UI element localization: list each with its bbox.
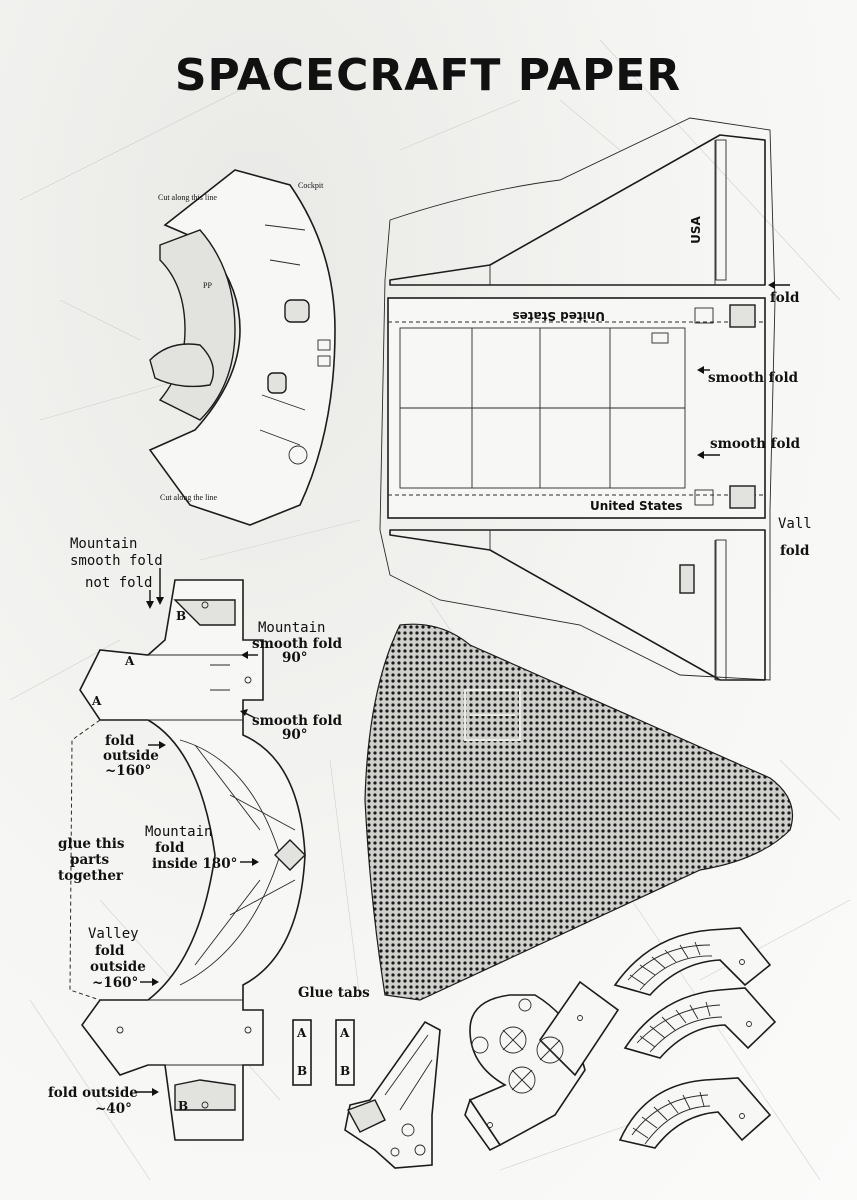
fold-label-right: fold bbox=[780, 543, 810, 559]
glue-tabs-title: Glue tabs bbox=[298, 985, 370, 1001]
smooth-fold-90-label-2: 90° bbox=[282, 727, 308, 743]
glue-tab-2-b: B bbox=[340, 1064, 350, 1078]
fold-outside-40-label-1: fold outside bbox=[48, 1085, 138, 1101]
orbiter-belly-part bbox=[364, 623, 794, 1001]
fold-outside-label-1: fold bbox=[105, 733, 135, 749]
glue-tab-1 bbox=[292, 1019, 312, 1086]
letter-a-small: A bbox=[91, 694, 102, 708]
arc-piece-3 bbox=[618, 1077, 772, 1149]
fold-outside-40-label-2: ~40° bbox=[95, 1101, 132, 1117]
letter-a-big: A bbox=[124, 654, 135, 668]
smooth-fold-90-label-1: smooth fold bbox=[252, 713, 343, 729]
united-states-marking-bottom: United States bbox=[590, 499, 683, 513]
background-scratches bbox=[9, 39, 851, 1181]
cockpit-note: Cockpit bbox=[298, 181, 324, 190]
not-fold-label: not fold bbox=[85, 575, 152, 591]
glue-tab-1-b: B bbox=[297, 1064, 307, 1078]
mountain-label-left-2: smooth fold bbox=[70, 553, 163, 569]
arc-piece-1 bbox=[613, 927, 772, 996]
fold-outside-label-2: outside bbox=[103, 748, 159, 764]
glue-parts-label-3: together bbox=[58, 868, 124, 884]
mountain-label-right-2: smooth fold bbox=[252, 636, 343, 652]
arc-piece-2 bbox=[623, 987, 777, 1059]
glue-tabs-group: Glue tabs A B A B bbox=[292, 985, 370, 1086]
usa-marking: USA bbox=[689, 215, 703, 243]
mountain-inside-label-3: inside 180° bbox=[152, 856, 237, 872]
valley-label-3: outside bbox=[90, 959, 146, 975]
valley-fold-label-cut: Vall bbox=[778, 516, 812, 532]
orbiter-body-part: USA United States United States fold smo… bbox=[379, 117, 812, 681]
mountain-label-left-1: Mountain bbox=[70, 536, 137, 552]
glue-parts-label-2: parts bbox=[70, 852, 110, 868]
pp-mark: PP bbox=[203, 281, 212, 290]
glue-tab-1-a: A bbox=[296, 1026, 307, 1040]
mountain-inside-label-1: Mountain bbox=[145, 824, 212, 840]
cut-line-note-top: Cut along this line bbox=[158, 193, 217, 202]
page-title: SPACECRAFT PAPER bbox=[175, 50, 681, 101]
tail-fin-part bbox=[344, 1020, 441, 1169]
engine-block-part bbox=[464, 980, 620, 1152]
fuselage-net-part: B A A B Mountain smooth fold not fold Mo… bbox=[48, 536, 343, 1141]
mountain-inside-label-2: fold bbox=[155, 840, 185, 856]
mountain-label-right-1: Mountain bbox=[258, 620, 325, 636]
fold-outside-label-3: ~160° bbox=[105, 763, 151, 779]
cockpit-ring-part: Cut along this line Cut along the line C… bbox=[148, 169, 336, 526]
smooth-fold-label-2: smooth fold bbox=[710, 436, 801, 452]
valley-label-1: Valley bbox=[88, 926, 139, 942]
fold-label-top: fold bbox=[770, 290, 800, 306]
valley-label-2: fold bbox=[95, 943, 125, 959]
letter-b-bottom: B bbox=[178, 1099, 188, 1113]
glue-tab-2-a: A bbox=[339, 1026, 350, 1040]
valley-label-4: ~160° bbox=[92, 975, 138, 991]
glue-parts-label-1: glue this bbox=[58, 836, 125, 852]
letter-b-top: B bbox=[176, 609, 186, 623]
mountain-label-right-3: 90° bbox=[282, 650, 308, 666]
smooth-fold-label-1: smooth fold bbox=[708, 370, 799, 386]
cut-line-note-bottom: Cut along the line bbox=[160, 493, 218, 502]
glue-tab-2 bbox=[335, 1019, 355, 1086]
united-states-marking-top: United States bbox=[512, 309, 605, 323]
